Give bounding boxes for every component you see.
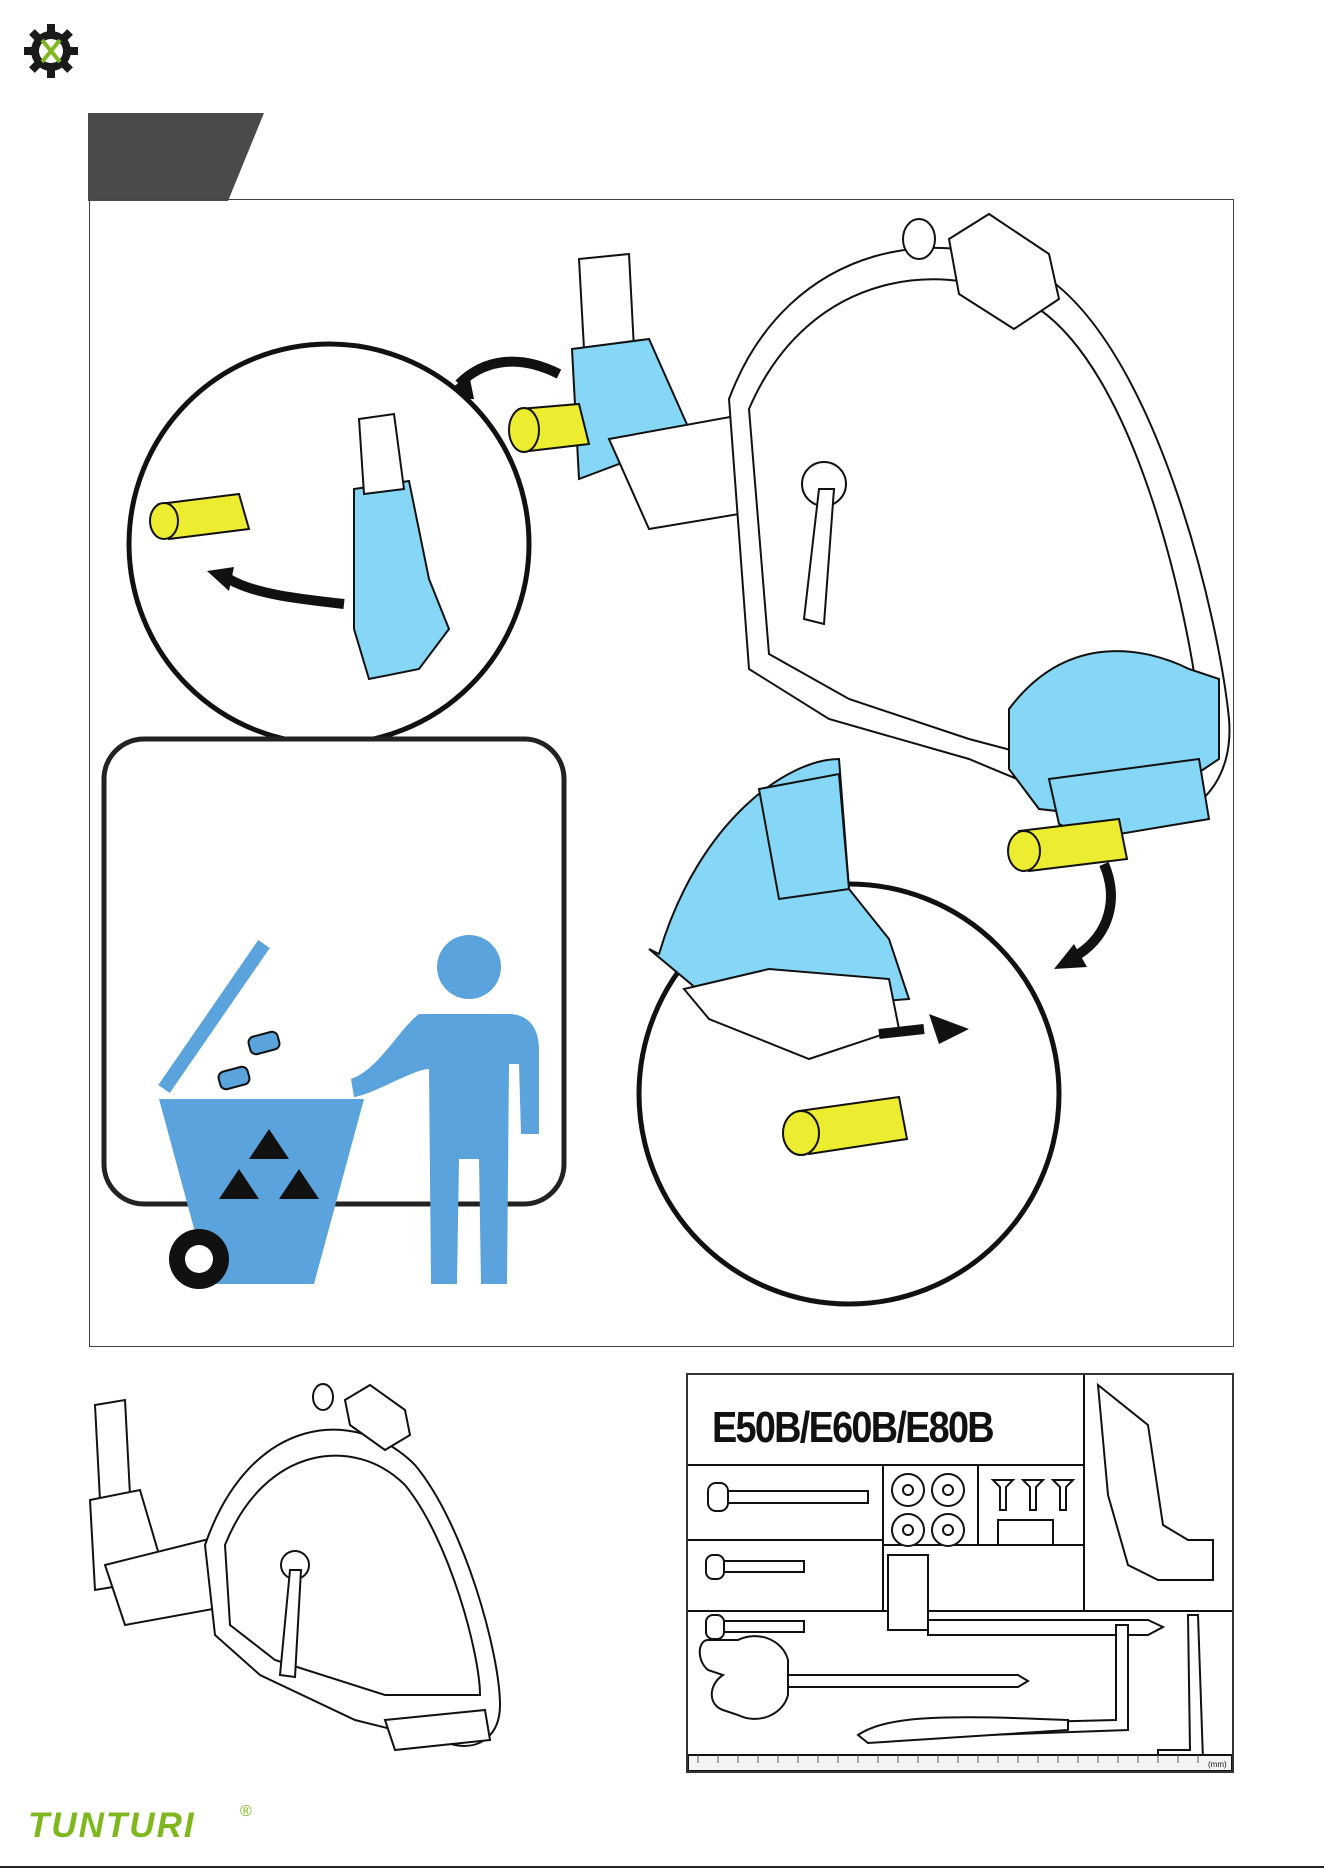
hardware-parts-drawing: (mm) bbox=[688, 1375, 1232, 1771]
bike-thumbnail bbox=[85, 1375, 505, 1770]
bike-frame-drawing bbox=[572, 214, 1229, 839]
arrow-to-right-callout bbox=[1079, 864, 1111, 954]
ruler-unit: (mm) bbox=[1208, 1760, 1227, 1769]
brand-logo: TUNTURI bbox=[28, 1806, 196, 1846]
recycle-bin-person-icon bbox=[104, 739, 564, 1289]
assembly-illustration bbox=[89, 199, 1234, 1347]
foot-cap-rear bbox=[509, 404, 589, 452]
registered-mark: ® bbox=[240, 1803, 252, 1821]
footer-rule bbox=[0, 1866, 1324, 1868]
zoom-circle-front-foot bbox=[639, 759, 1059, 1304]
gear-wrench-icon bbox=[22, 22, 80, 80]
step-tab bbox=[88, 113, 264, 201]
zoom-circle-rear-foot bbox=[129, 344, 529, 744]
foot-cap-front bbox=[1008, 819, 1127, 871]
hardware-parts-card: E50B/E60B/E80B bbox=[686, 1373, 1234, 1773]
arrow-to-left-callout bbox=[459, 362, 559, 384]
